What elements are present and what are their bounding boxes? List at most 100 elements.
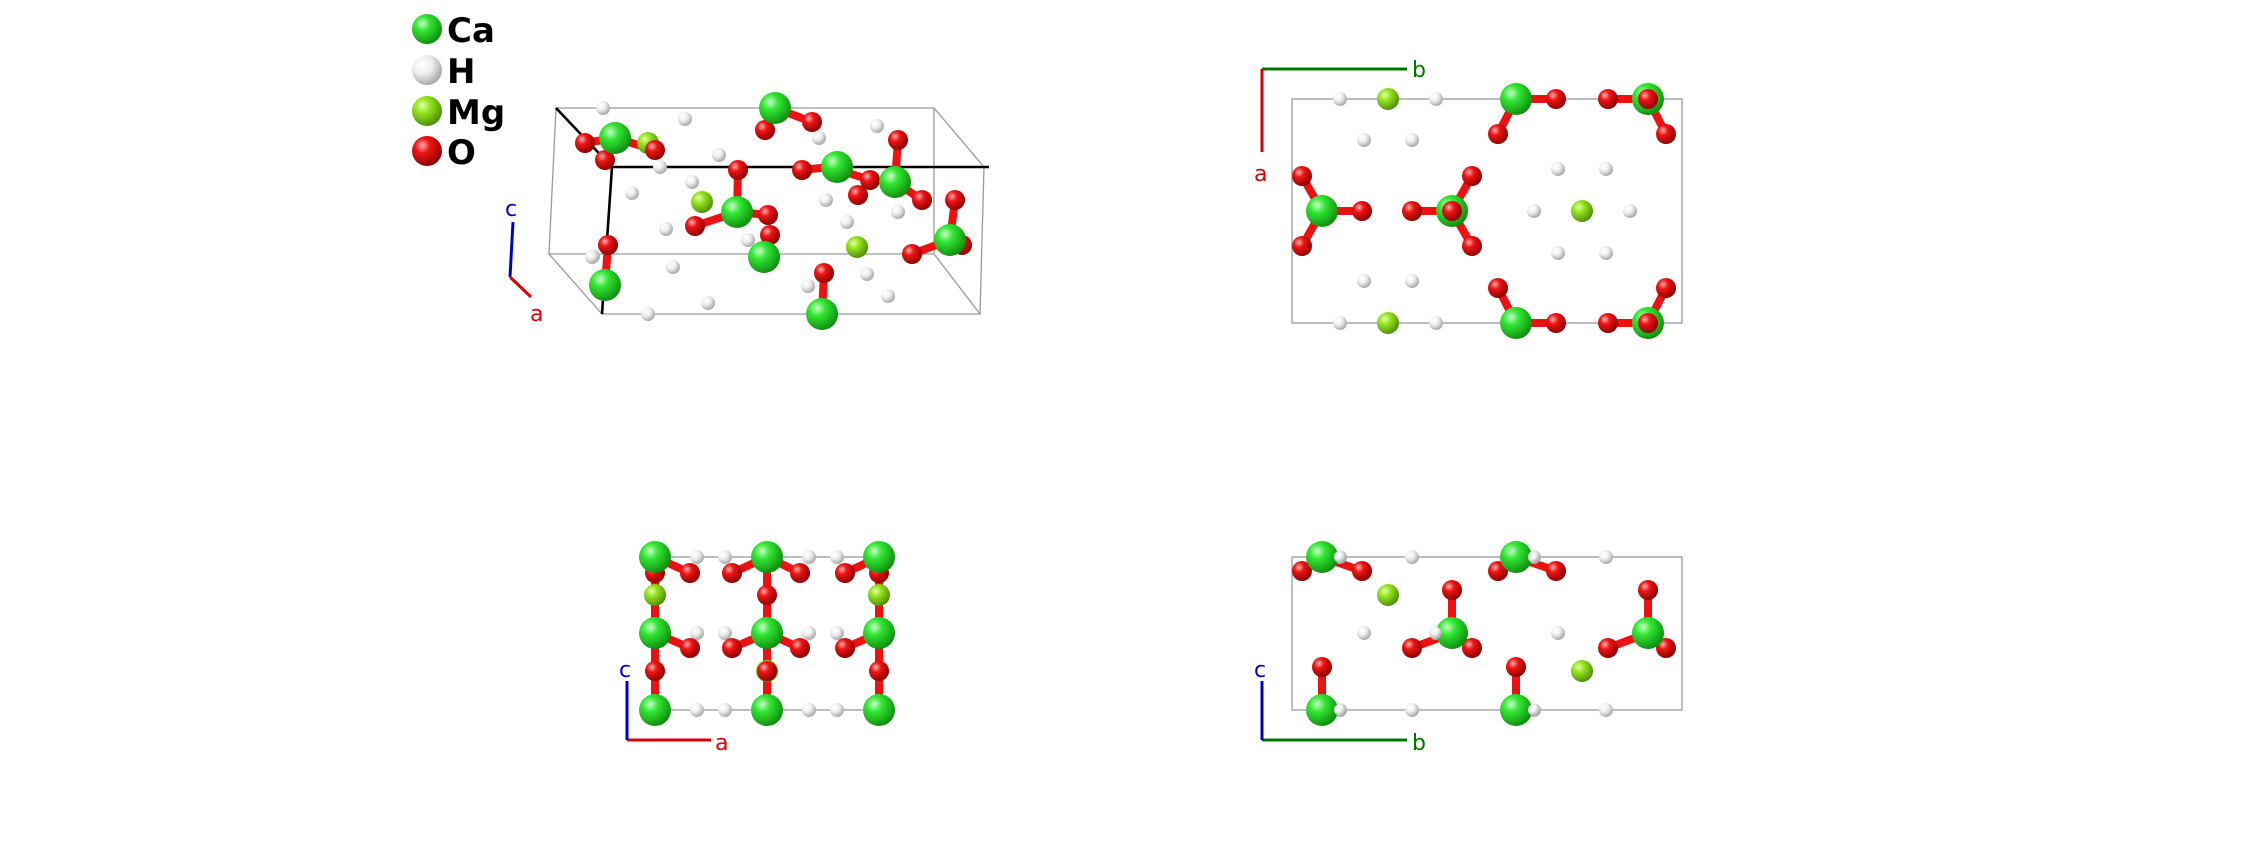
top-atoms (1292, 83, 1676, 339)
ca-atom (1436, 617, 1468, 649)
h-atom (1599, 162, 1613, 176)
a-axis-label: a (715, 731, 728, 756)
h-atom (1551, 162, 1565, 176)
o-atom (722, 638, 742, 658)
o-atom (757, 585, 777, 605)
ca-atom (863, 541, 895, 573)
h-atom (830, 626, 844, 640)
b-axis-label: b (1412, 731, 1426, 756)
mg-atom (1377, 312, 1399, 334)
mg-atom (644, 584, 666, 606)
h-atom (718, 550, 732, 564)
o-atom-icon (412, 136, 442, 166)
mg-atom (1377, 584, 1399, 606)
mg-atom (1571, 660, 1593, 682)
perspective-view-panel: c a (505, 92, 989, 330)
h-atom (802, 550, 816, 564)
ca-atom (1632, 617, 1664, 649)
h-atom (659, 222, 673, 236)
ca-atom (821, 151, 853, 183)
o-atom (1506, 657, 1526, 677)
o-atom (755, 120, 775, 140)
h-atom (718, 703, 732, 717)
o-atom (945, 190, 965, 210)
legend-item-o: O (412, 133, 476, 173)
h-atom (690, 626, 704, 640)
h-atom (718, 626, 732, 640)
ca-atom-icon (412, 14, 442, 44)
o-atom (1402, 201, 1422, 221)
o-atom (1546, 561, 1566, 581)
o-atom (685, 216, 705, 236)
o-atom (680, 563, 700, 583)
h-atom (1623, 204, 1637, 218)
h-atom (1551, 246, 1565, 260)
o-atom (1462, 638, 1482, 658)
h-atom (1527, 204, 1541, 218)
b-axis-label: b (1412, 58, 1426, 83)
o-atom (680, 638, 700, 658)
legend-item-ca: Ca (412, 11, 495, 51)
a-axis-line (508, 275, 533, 299)
ca-atom (748, 241, 780, 273)
h-atom (1405, 133, 1419, 147)
h-atom (881, 289, 895, 303)
h-atom (1334, 551, 1346, 563)
h-atom (819, 193, 833, 207)
h-atom (870, 119, 884, 133)
h-atom (741, 233, 755, 247)
o-atom (1598, 313, 1618, 333)
ca-atom (1306, 195, 1338, 227)
o-atom (1462, 236, 1482, 256)
h-atom (860, 267, 874, 281)
o-atom (1352, 561, 1372, 581)
o-atom (790, 563, 810, 583)
front-view-panel: a c (619, 541, 895, 756)
o-atom (595, 150, 615, 170)
h-atom (1599, 703, 1613, 717)
h-atom (840, 215, 854, 229)
ca-atom (863, 617, 895, 649)
h-atom (1405, 703, 1419, 717)
o-atom (760, 225, 780, 245)
o-atom (1656, 638, 1676, 658)
o-atom (792, 160, 812, 180)
o-atom (1312, 657, 1332, 677)
legend-item-mg: Mg (412, 93, 505, 133)
o-atom (1352, 201, 1372, 221)
a-axis-label: a (1254, 162, 1267, 187)
o-atom (598, 235, 618, 255)
h-atom (596, 101, 610, 115)
h-atom (1528, 551, 1540, 563)
c-axis-label: c (1254, 658, 1266, 683)
legend-label-o: O (447, 133, 476, 173)
h-atom (1429, 316, 1443, 330)
ca-atom (751, 694, 783, 726)
o-atom (1442, 580, 1462, 600)
o-atom (1292, 236, 1312, 256)
h-atom (1334, 704, 1346, 716)
o-atom (645, 140, 665, 160)
h-atom (801, 279, 815, 293)
h-atom (1551, 626, 1565, 640)
h-atom (678, 112, 692, 126)
top-axis-indicator: b a (1254, 58, 1426, 187)
legend-label-h: H (447, 52, 475, 92)
h-atom (666, 260, 680, 274)
o-atom (1292, 166, 1312, 186)
h-atom (1405, 274, 1419, 288)
h-atom (690, 550, 704, 564)
ca-atom (589, 269, 621, 301)
o-atom (1442, 201, 1462, 221)
o-atom (802, 112, 822, 132)
h-atom (641, 307, 655, 321)
ca-atom (806, 298, 838, 330)
o-atom (1546, 89, 1566, 109)
h-atom (1357, 133, 1371, 147)
h-atom (802, 703, 816, 717)
o-atom (758, 205, 778, 225)
top-view-panel: b a (1254, 58, 1683, 339)
o-atom (728, 160, 748, 180)
o-atom (1402, 638, 1422, 658)
ca-atom (1500, 83, 1532, 115)
